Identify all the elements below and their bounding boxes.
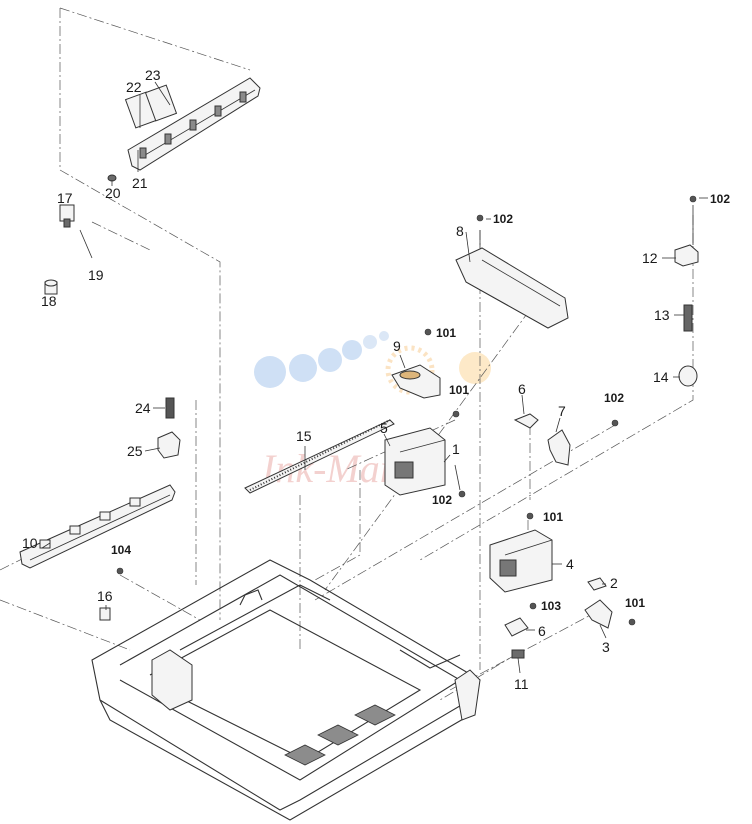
solenoid-upper <box>384 427 461 496</box>
screw-label-102-solenoid: 102 <box>432 493 452 507</box>
screw-label-103: 103 <box>541 599 561 613</box>
gear-rack <box>244 419 395 494</box>
part-labels: 1 2 3 4 5 6 6 7 8 9 10 11 12 13 14 15 16… <box>22 67 730 692</box>
part-label-17: 17 <box>57 190 73 206</box>
part-label-10: 10 <box>22 535 38 551</box>
top-bracket <box>455 230 569 329</box>
roller-holder-parts <box>44 174 117 295</box>
part-label-7: 7 <box>558 403 566 419</box>
part-label-25: 25 <box>127 443 143 459</box>
lever-part <box>391 364 441 399</box>
part-label-15: 15 <box>296 428 312 444</box>
small-brackets-lower <box>504 577 613 659</box>
screw-icon <box>611 419 619 427</box>
part-label-6-upper: 6 <box>518 381 526 397</box>
part-label-8: 8 <box>456 223 464 239</box>
part-label-12: 12 <box>642 250 658 266</box>
solenoid-lower <box>489 529 553 593</box>
screw-icon <box>526 512 534 520</box>
part-label-5: 5 <box>380 420 388 436</box>
part-label-16: 16 <box>97 588 113 604</box>
screw-label-101-bracket: 101 <box>625 596 645 610</box>
screw-icon <box>458 490 466 498</box>
spring-assembly <box>674 205 699 387</box>
screw-label-102-bracket: 102 <box>493 212 513 226</box>
part-label-4: 4 <box>566 556 574 572</box>
screw-icon <box>116 567 124 575</box>
screw-label-102-latch: 102 <box>604 391 624 405</box>
part-label-19: 19 <box>88 267 104 283</box>
screw-icon <box>628 618 636 626</box>
latch-parts-right <box>513 413 571 466</box>
screw-label-104: 104 <box>111 543 131 557</box>
part-label-18: 18 <box>41 293 57 309</box>
part-label-21: 21 <box>132 175 148 191</box>
part-label-20: 20 <box>105 185 121 201</box>
screw-icon <box>424 328 432 336</box>
part-label-3: 3 <box>602 639 610 655</box>
screw-label-101-top: 101 <box>436 326 456 340</box>
part-label-2: 2 <box>610 575 618 591</box>
screw-icon <box>529 602 537 610</box>
part-label-11: 11 <box>514 676 529 692</box>
screw-icon <box>689 195 697 203</box>
part-label-9: 9 <box>393 338 401 354</box>
small-block-part <box>99 607 111 621</box>
part-label-14: 14 <box>653 369 669 385</box>
part-label-13: 13 <box>654 307 670 323</box>
screw-label-101-mid: 101 <box>449 383 469 397</box>
part-label-22: 22 <box>126 79 142 95</box>
part-label-6-lower: 6 <box>538 623 546 639</box>
screw-icons <box>116 195 697 626</box>
part-label-23: 23 <box>145 67 161 83</box>
part-label-24: 24 <box>135 400 151 416</box>
screw-label-102-spring: 102 <box>710 192 730 206</box>
part-label-1: 1 <box>452 441 460 457</box>
spring-and-holder <box>157 397 181 459</box>
upper-paper-guide <box>124 77 261 171</box>
screw-icon <box>452 410 460 418</box>
lower-paper-guide <box>19 484 176 569</box>
tray-frame <box>91 559 481 821</box>
screw-icon <box>476 214 484 222</box>
screw-label-101-solenoid: 101 <box>543 510 563 524</box>
label-leaders <box>41 81 708 674</box>
